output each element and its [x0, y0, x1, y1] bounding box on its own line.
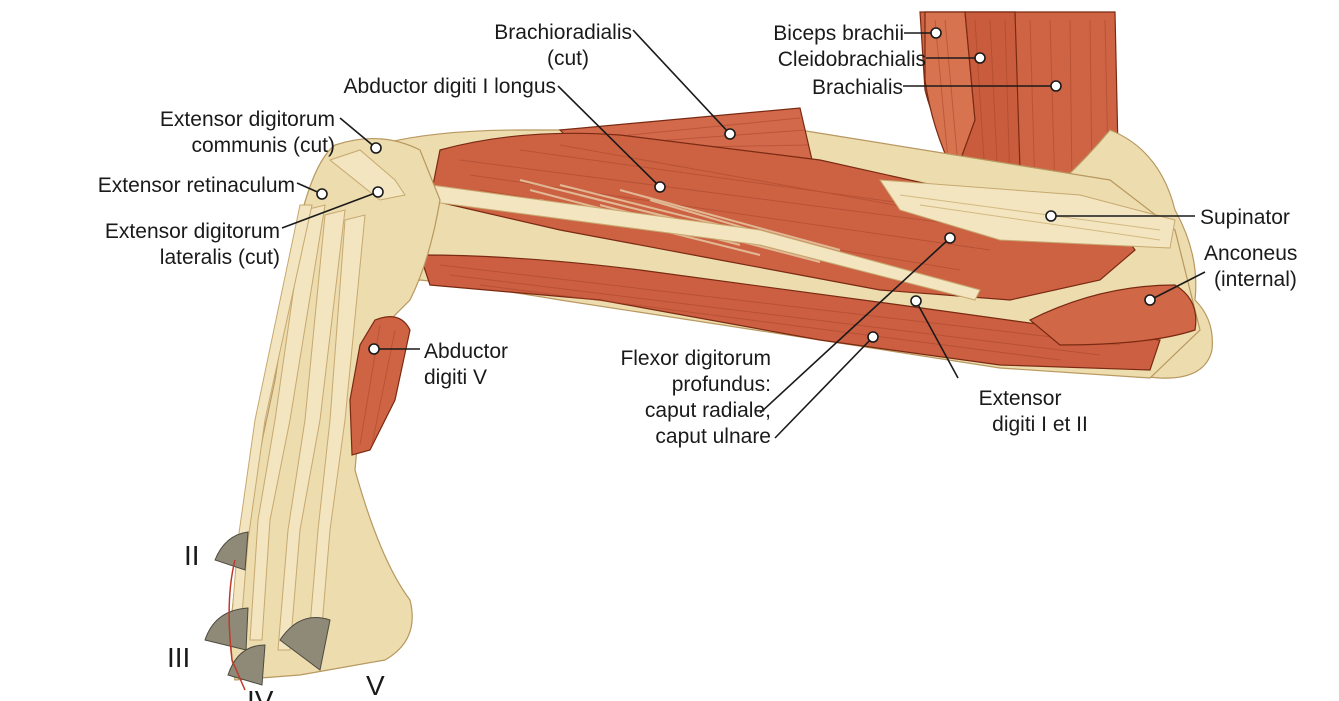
- label-extensor-digiti-line1: Extensor: [979, 387, 1062, 410]
- label-abductor-digiti-v-line2: digiti V: [424, 366, 487, 389]
- label-ext-dig-communis-line1: Extensor digitorum: [160, 108, 335, 131]
- label-digit-ii: II: [184, 540, 200, 571]
- label-extensor-digiti-line2: digiti I et II: [992, 413, 1088, 436]
- label-brachialis: Brachialis: [812, 76, 903, 99]
- extensor-muscle-mass: [429, 132, 1136, 301]
- label-digit-iii: III: [167, 642, 190, 673]
- label-supinator: Supinator: [1200, 206, 1290, 229]
- label-extensor-retinaculum: Extensor retinaculum: [98, 174, 295, 197]
- label-abductor-digiti-v-line1: Abductor: [424, 340, 508, 363]
- paw-outline: [228, 559, 246, 691]
- label-anconeus: Anconeus: [1204, 242, 1297, 265]
- label-ext-dig-lateralis-line2: lateralis (cut): [160, 246, 280, 269]
- paw-tendons: [229, 149, 406, 651]
- flexor-muscles: [419, 254, 1161, 371]
- label-ext-dig-lateralis-line1: Extensor digitorum: [105, 220, 280, 243]
- label-flexor-line1: Flexor digitorum: [620, 347, 771, 370]
- abductor-digiti-v-muscle: [349, 316, 411, 456]
- label-ext-dig-communis-line2: communis (cut): [191, 134, 335, 157]
- label-cleidobrachialis: Cleidobrachialis: [778, 48, 926, 71]
- label-digit-v: V: [366, 670, 385, 701]
- label-abductor-digiti-i-longus: Abductor digiti I longus: [344, 75, 556, 98]
- claws: [204, 531, 331, 686]
- label-biceps-brachii: Biceps brachii: [773, 22, 904, 45]
- label-digit-iv: IV: [247, 685, 274, 701]
- label-anconeus-internal: (internal): [1214, 268, 1297, 291]
- label-brachioradialis: Brachioradialis: [494, 21, 632, 44]
- leaders: [281, 27, 1206, 439]
- label-brachioradialis-cut: (cut): [547, 47, 589, 70]
- label-flexor-line3: caput radiale,: [645, 399, 771, 422]
- labels: Biceps brachii Cleidobrachialis Brachial…: [98, 21, 1298, 701]
- label-flexor-line4: caput ulnare: [655, 425, 771, 448]
- label-flexor-line2: profundus:: [672, 373, 771, 396]
